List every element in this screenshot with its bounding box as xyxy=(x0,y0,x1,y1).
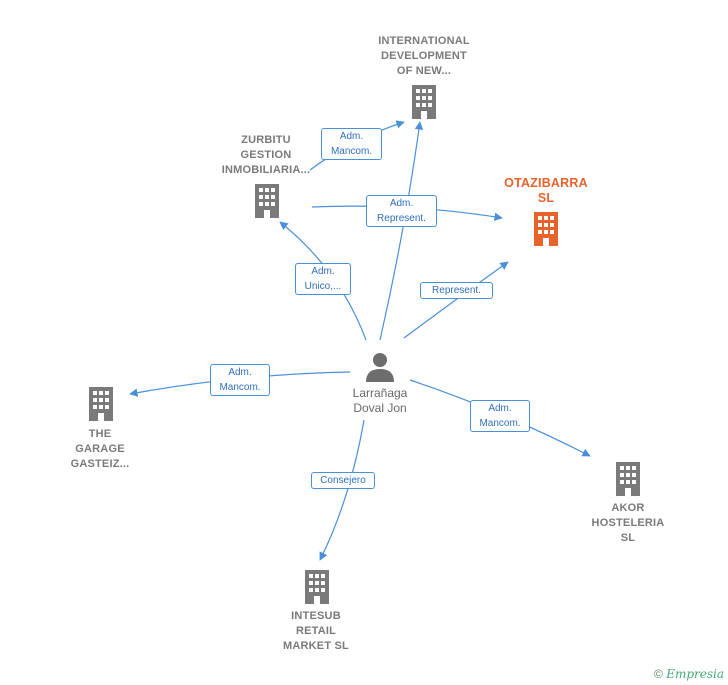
edge-label-line: Represent. xyxy=(377,213,426,224)
node-label-line: HOSTELERIA xyxy=(591,517,665,529)
edge-label-line: Adm. xyxy=(311,266,335,277)
node-label-line: DEVELOPMENT xyxy=(381,50,467,62)
node-otazibarra[interactable]: OTAZIBARRA SL xyxy=(494,176,598,206)
node-label-line: ZURBITU xyxy=(241,134,291,146)
node-zurbitu[interactable]: ZURBITU GESTION INMOBILIARIA... xyxy=(210,133,322,178)
building-icon-garage[interactable] xyxy=(89,387,113,421)
node-international[interactable]: INTERNATIONAL DEVELOPMENT OF NEW... xyxy=(362,34,486,79)
edge-label-line: Represent. xyxy=(432,285,481,296)
node-intesub[interactable]: INTESUB RETAIL MARKET SL xyxy=(266,609,366,654)
node-akor[interactable]: AKOR HOSTELERIA SL xyxy=(578,501,678,546)
node-label-line: MARKET SL xyxy=(283,640,349,652)
brand-logo[interactable]: Empresia xyxy=(666,667,724,681)
edge-label-line: Mancom. xyxy=(330,146,373,157)
person-icon[interactable] xyxy=(366,353,394,382)
edge-label-line: Adm. xyxy=(389,198,414,209)
edge-label-line: Adm. xyxy=(228,367,252,378)
edge-label-line: Adm. xyxy=(488,403,512,414)
node-label-line: SL xyxy=(537,191,555,205)
building-icon-otazibarra[interactable] xyxy=(534,212,558,246)
node-label-line: GASTEIZ... xyxy=(70,458,130,470)
footer-branding: © Empresia xyxy=(654,667,724,681)
edge-person-otazibarra xyxy=(403,261,509,339)
edge-label-line: Consejero xyxy=(320,475,366,486)
node-label-line: SL xyxy=(620,532,636,544)
edge-label-adm-mancom[interactable]: Adm. Mancom. xyxy=(470,400,530,432)
node-person[interactable]: Larrañaga Doval Jon xyxy=(330,386,430,416)
edge-label-adm-mancom[interactable]: Adm. Mancom. xyxy=(210,364,270,396)
node-label-line: GARAGE xyxy=(75,443,125,455)
node-label-line: OTAZIBARRA xyxy=(504,176,588,190)
person-name-line: Doval Jon xyxy=(353,401,407,415)
copyright-symbol: © xyxy=(654,667,663,681)
building-icon-akor[interactable] xyxy=(616,462,640,496)
node-label-line: GESTION xyxy=(240,149,292,161)
edge-label-adm-mancom[interactable]: Adm. Mancom. xyxy=(321,128,382,160)
edge-label-line: Mancom. xyxy=(479,418,521,429)
person-name-line: Larrañaga xyxy=(352,386,408,400)
edge-label-represent[interactable]: Represent. xyxy=(420,282,493,299)
node-label-line: AKOR xyxy=(611,502,645,514)
edge-label-adm-represent[interactable]: Adm. Represent. xyxy=(366,195,437,227)
edge-label-adm-unico[interactable]: Adm. Unico,... xyxy=(295,263,351,295)
node-label-line: INMOBILIARIA... xyxy=(221,164,311,176)
building-icon-zurbitu[interactable] xyxy=(255,184,279,218)
edge-person-intesub xyxy=(319,419,365,561)
node-label-line: INTERNATIONAL xyxy=(378,35,470,47)
node-label-line: OF NEW... xyxy=(396,65,452,77)
building-icon-international[interactable] xyxy=(412,85,436,119)
node-label-line: THE xyxy=(88,428,112,440)
node-label-line: INTESUB xyxy=(291,610,341,622)
edge-label-line: Adm. xyxy=(339,131,364,142)
edge-label-consejero[interactable]: Consejero xyxy=(311,472,375,489)
edge-label-line: Mancom. xyxy=(219,382,261,393)
node-label-line: RETAIL xyxy=(295,625,337,637)
edge-label-line: Unico,... xyxy=(304,281,342,292)
node-garage[interactable]: THE GARAGE GASTEIZ... xyxy=(55,427,145,472)
building-icon-intesub[interactable] xyxy=(305,570,329,604)
edge-person-international xyxy=(379,121,424,341)
